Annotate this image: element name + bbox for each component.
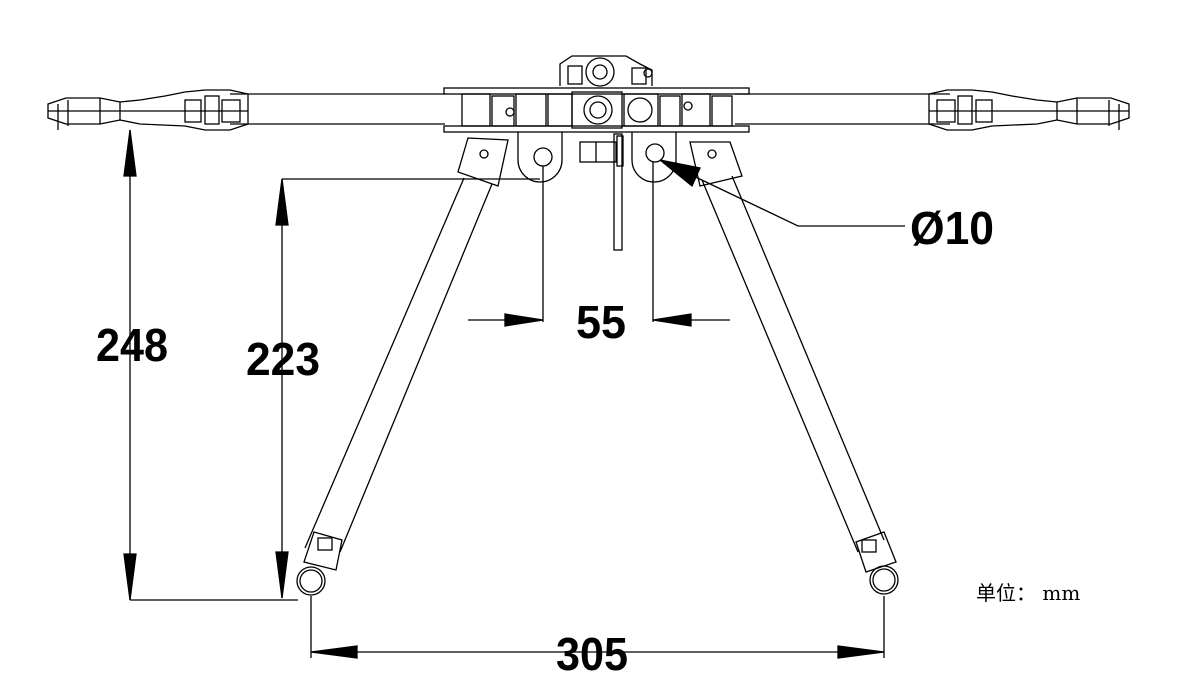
dimension-foot-spacing-label: 305	[556, 628, 628, 680]
dimension-diameter-leader	[659, 159, 905, 227]
frame-arm-left	[47, 89, 445, 131]
dimension-248-lines	[123, 129, 298, 601]
landing-leg-left	[296, 137, 509, 596]
center-frame-body	[443, 55, 750, 251]
dimension-hinge-spacing-label: 55	[576, 296, 626, 348]
unit-label: 单位： mm	[976, 581, 1080, 605]
dimension-total-height-label: 248	[96, 319, 168, 371]
dimension-223-lines	[275, 178, 540, 599]
dimension-305-lines	[310, 596, 885, 659]
landing-leg-right	[689, 141, 899, 595]
frame-arm-right	[735, 89, 1130, 131]
dimension-tube-diameter-label: Ø10	[910, 202, 994, 254]
dimension-55-lines	[468, 162, 730, 327]
dimension-leg-height-label: 223	[246, 333, 320, 385]
